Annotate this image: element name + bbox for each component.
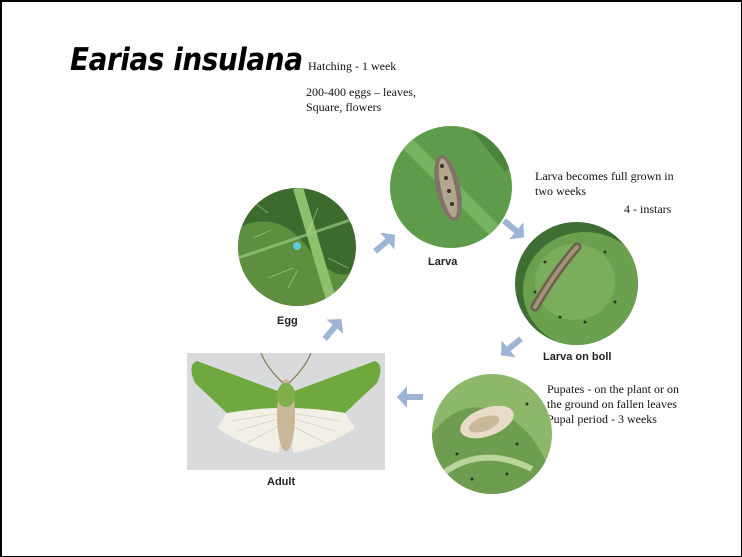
larva-label: Larva <box>428 256 457 268</box>
larva-on-boll-label: Larva on boll <box>543 351 611 363</box>
egg-photo <box>238 188 356 306</box>
note-eggs: 200-400 eggs – leaves, Square, flowers <box>306 85 416 115</box>
arrow-pupa-to-adult-icon <box>395 382 425 412</box>
egg-label: Egg <box>277 315 298 327</box>
adult-photo <box>187 353 385 470</box>
arrow-boll-to-pupa-icon <box>496 332 526 362</box>
adult-label: Adult <box>267 476 295 488</box>
note-instars: 4 - instars <box>624 202 671 217</box>
arrow-egg-to-larva-icon <box>370 228 400 258</box>
pupa-photo <box>432 374 552 494</box>
arrow-adult-to-egg-icon <box>318 314 348 344</box>
note-pupa: Pupates - on the plant or on the ground … <box>547 382 679 427</box>
larva-photo <box>390 126 512 248</box>
slide-title: Earias insulana <box>70 42 303 78</box>
note-hatching: Hatching - 1 week <box>308 59 396 74</box>
note-larva-growth: Larva becomes full grown in two weeks <box>535 169 674 199</box>
arrow-larva-to-boll-icon <box>499 214 529 244</box>
larva-on-boll-photo <box>515 222 638 345</box>
